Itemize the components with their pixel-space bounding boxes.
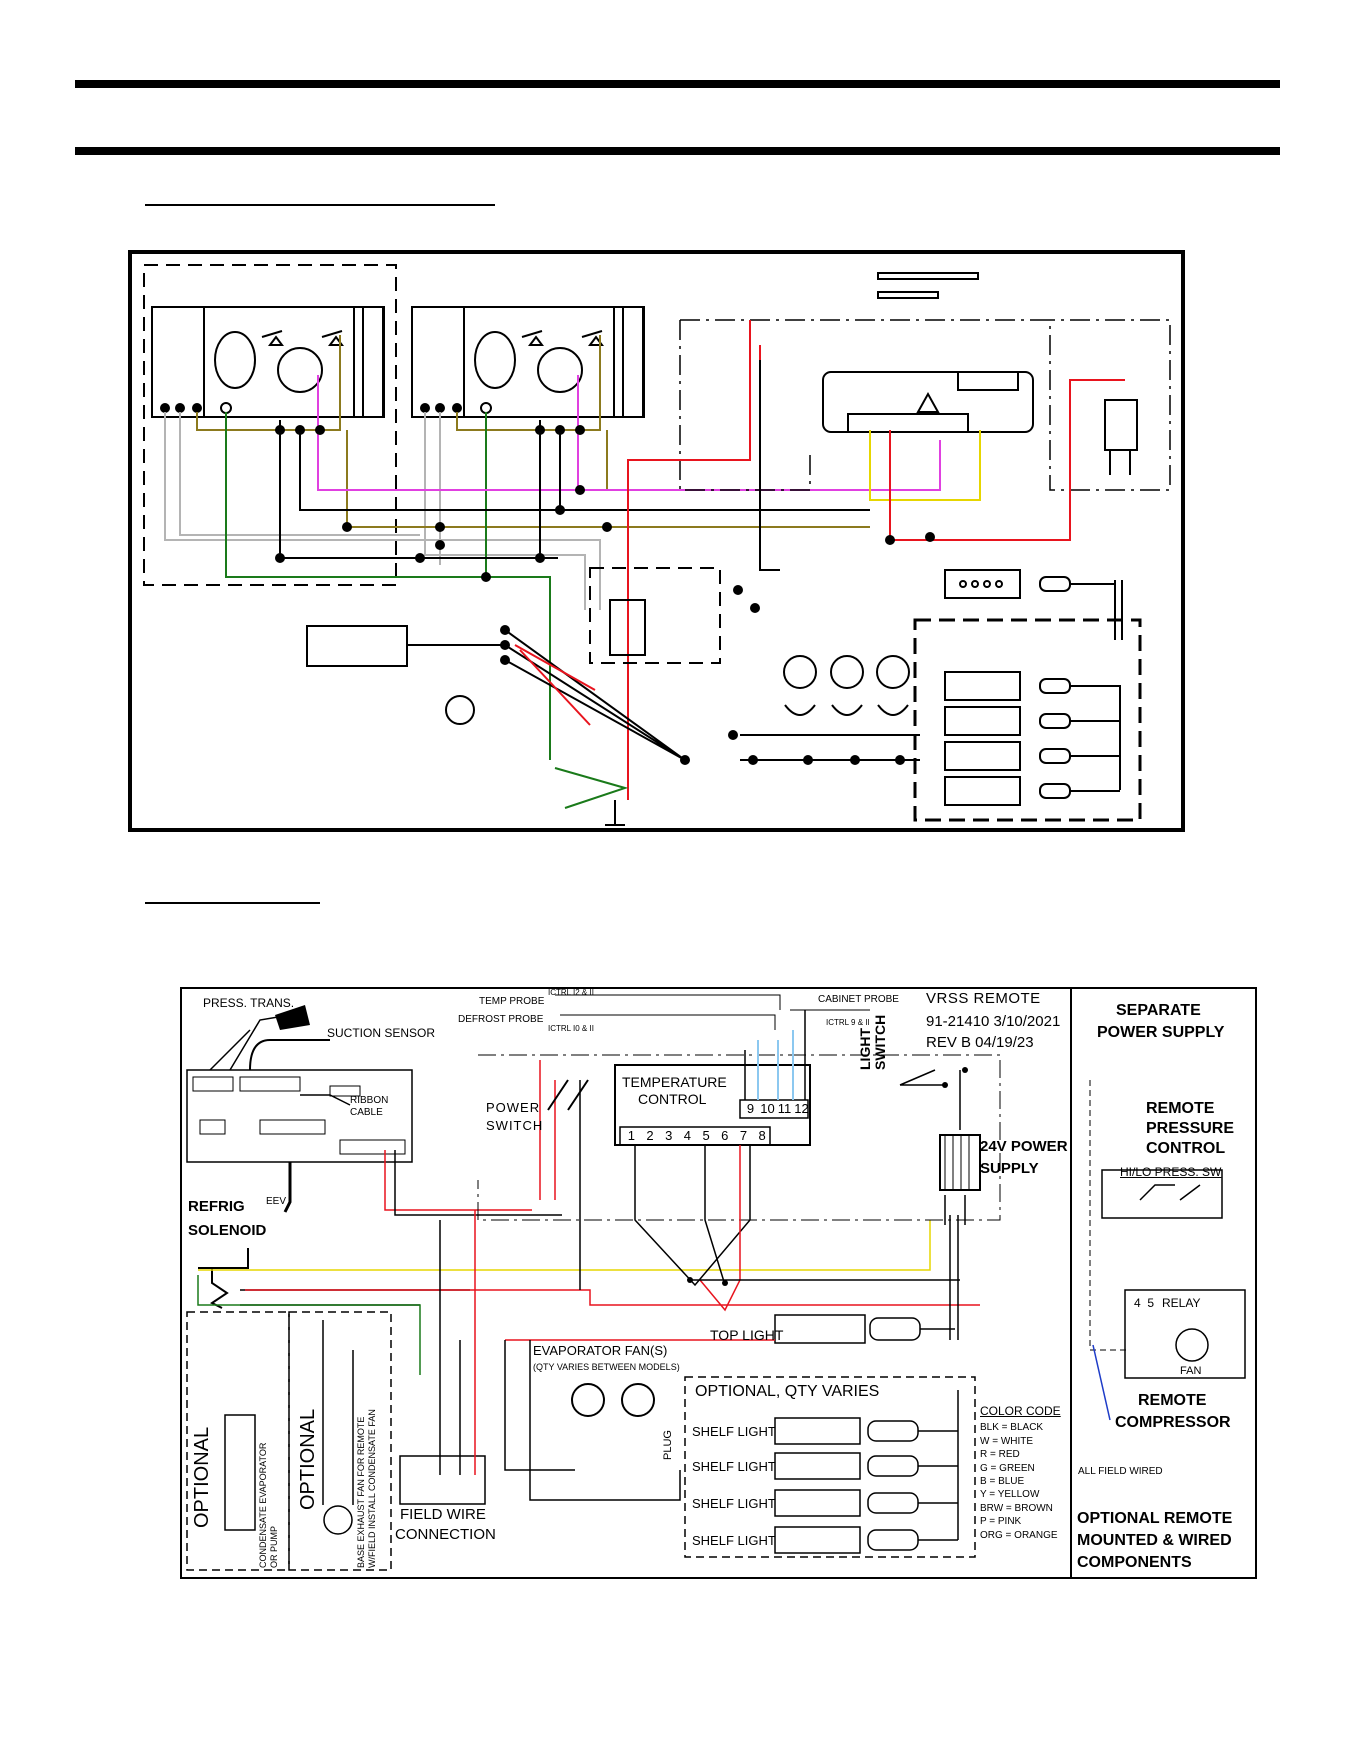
color-code-title: COLOR CODE (980, 1404, 1061, 1418)
terminal-4: 4 (683, 1128, 692, 1143)
optional-label-1: OPTIONAL (191, 1426, 213, 1528)
terminal-12: 12 (794, 1101, 809, 1116)
terminal-11: 11 (777, 1101, 792, 1116)
color-code-entry: BLK = BLACK (980, 1422, 1044, 1434)
color-code-legend: COLOR CODE BLK = BLACK W = WHITE R = RED… (980, 1404, 1061, 1542)
separate-power-label-2: POWER SUPPLY (1097, 1024, 1225, 1041)
light-switch-line-2: SWITCH (872, 1014, 888, 1070)
remote-pressure-label-2: PRESSURE (1146, 1120, 1235, 1137)
shelf-light-4-label: SHELF LIGHT (692, 1533, 776, 1548)
field-wire-label-1: FIELD WIRE (400, 1506, 486, 1523)
shelf-lights (944, 671, 1121, 806)
plug-label: PLUG (662, 1430, 674, 1460)
header-rule-bottom (75, 147, 1280, 155)
header-rule-top (75, 80, 1280, 88)
color-code-entry: B = BLUE (980, 1476, 1025, 1488)
remote-pressure-label-3: CONTROL (1146, 1140, 1226, 1157)
cabinet-probe-label: CABINET PROBE (818, 994, 899, 1005)
field-wire-label-2: CONNECTION (395, 1526, 496, 1543)
terminal-3: 3 (665, 1128, 673, 1143)
shelf-light-3-label: SHELF LIGHT (692, 1496, 776, 1511)
light-switch-label: LIGHT SWITCH (857, 1014, 888, 1070)
pictorial-wiring-diagram (128, 250, 1185, 832)
relay-terms-label: 4 5 (1134, 1296, 1155, 1310)
diagram-frame (128, 250, 1185, 832)
power-switch-label-1: POWER (486, 1100, 541, 1115)
terminal-row-top: 9 10 11 12 (742, 1101, 810, 1116)
ribbon-cable-label: RIBBON CABLE (350, 1095, 389, 1118)
temp-probe-label: TEMP PROBE (479, 996, 545, 1007)
eev-label: EEV (266, 1196, 287, 1207)
ctrl-9-11-label: ICTRL 9 & II (826, 1018, 870, 1027)
defrost-probe-label: DEFROST PROBE (458, 1014, 544, 1025)
doc-label: 91-21410 3/10/2021 (926, 1013, 1061, 1030)
rev-label: REV B 04/19/23 (926, 1034, 1034, 1051)
temperature-control-label-2: CONTROL (638, 1091, 707, 1107)
color-code-entry: G = GREEN (980, 1462, 1035, 1474)
condensate-label: CONDENSATE EVAPORATOR OR PUMP (258, 1442, 279, 1568)
terminal-7: 7 (739, 1128, 748, 1143)
shelf-light-1-label: SHELF LIGHT (692, 1424, 776, 1439)
evap-fans-label: EVAPORATOR FAN(S) (533, 1343, 668, 1358)
optional-remote-label-1: OPTIONAL REMOTE (1077, 1510, 1233, 1527)
model-label: VRSS REMOTE (926, 990, 1041, 1007)
color-code-entry: ORG = ORANGE (980, 1529, 1058, 1541)
terminal-10: 10 (760, 1101, 775, 1116)
optional-remote-label-2: MOUNTED & WIRED (1077, 1532, 1232, 1549)
base-exhaust-label-1: BASE EXHAUST FAN FOR REMOTE (356, 1416, 366, 1568)
power-supply-label-2: SUPPLY (980, 1160, 1039, 1177)
terminal-8: 8 (758, 1128, 766, 1143)
color-code-entry: W = WHITE (980, 1435, 1034, 1447)
terminal-9: 9 (746, 1101, 755, 1116)
ctrl-10-11-label: ICTRL I0 & II (548, 1024, 594, 1033)
optional-qty-label: OPTIONAL, QTY VARIES (695, 1383, 880, 1400)
suction-sensor-label: SUCTION SENSOR (327, 1026, 436, 1040)
ctrl-12-11-label: ICTRL I2 & II (548, 988, 594, 997)
light-switch-line-1: LIGHT (857, 1028, 873, 1070)
terminal-5: 5 (702, 1128, 710, 1143)
color-code-entry: BRW = BROWN (980, 1502, 1053, 1514)
color-code-entry: R = RED (980, 1449, 1020, 1461)
base-exhaust-label-2: W/FIELD INSTALL CONDENSATE FAN (367, 1409, 377, 1568)
terminal-2: 2 (646, 1128, 654, 1143)
remote-pressure-label-1: REMOTE (1146, 1100, 1215, 1117)
remote-compressor-label-2: COMPRESSOR (1115, 1414, 1231, 1431)
optional-remote-label-3: COMPONENTS (1077, 1554, 1192, 1571)
section-underline-2 (145, 902, 320, 904)
hilo-label: HI/LO PRESS. SW (1120, 1165, 1222, 1179)
section-underline-1 (145, 204, 495, 206)
color-code-entry: P = PINK (980, 1516, 1022, 1528)
all-field-wired-label: ALL FIELD WIRED (1078, 1466, 1163, 1477)
fan-label: FAN (1180, 1365, 1202, 1377)
evap-fans-note: (QTY VARIES BETWEEN MODELS) (533, 1362, 680, 1372)
color-code-entry: Y = YELLOW (980, 1489, 1040, 1501)
refrig-label: REFRIG (188, 1198, 245, 1215)
top-light (944, 569, 1115, 599)
solenoid-label: SOLENOID (188, 1222, 267, 1239)
evap-fans (740, 655, 920, 761)
temp-controller (822, 272, 1034, 433)
power-switch-label-2: SWITCH (486, 1118, 544, 1133)
optional-label-2: OPTIONAL (297, 1408, 319, 1510)
shelf-light-2-label: SHELF LIGHT (692, 1459, 776, 1474)
temperature-control-label-1: TEMPERATURE (622, 1074, 727, 1090)
press-trans-label: PRESS. TRANS. (203, 996, 295, 1010)
relay-label: RELAY (1162, 1296, 1201, 1310)
terminal-6: 6 (721, 1128, 729, 1143)
separate-power-label-1: SEPARATE (1116, 1002, 1201, 1019)
top-light-label: TOP LIGHT (710, 1327, 784, 1343)
terminal-row-bottom: 1 2 3 4 5 6 7 8 (622, 1128, 772, 1143)
remote-compressor-label-1: REMOTE (1138, 1392, 1207, 1409)
pressure-control-left (151, 306, 385, 418)
terminal-1: 1 (627, 1128, 635, 1143)
pressure-control-right (411, 306, 645, 418)
power-supply-label-1: 24V POWER (980, 1138, 1068, 1155)
